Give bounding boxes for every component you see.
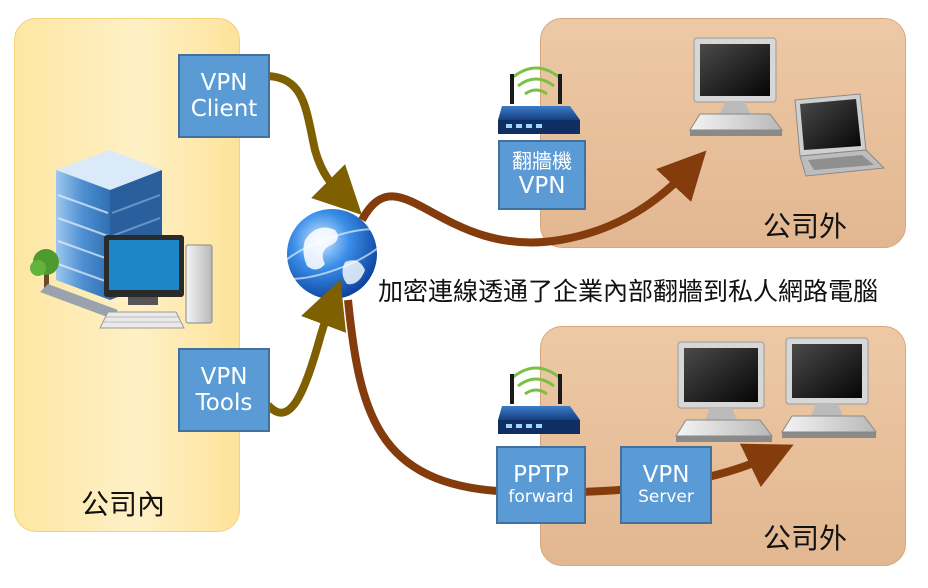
- laptop-icon: [794, 93, 886, 177]
- vpn-tools-line2: Tools: [195, 390, 253, 416]
- router-vpn-box: 翻牆機 VPN: [498, 140, 586, 210]
- vpn-client-line2: Client: [190, 96, 258, 122]
- desktop-computer-icon: [99, 235, 213, 329]
- vpn-server-line1: VPN: [642, 462, 690, 488]
- wireless-router-icon: [498, 366, 580, 434]
- diagram-caption: 加密連線透通了企業內部翻牆到私人網路電腦: [378, 277, 879, 306]
- router-vpn-line2: VPN: [518, 173, 566, 200]
- arrow-client-to-globe: [267, 72, 362, 215]
- pptp-forward-box: PPTP forward: [496, 446, 586, 524]
- inside-zone-label: 公司內: [81, 488, 166, 521]
- vpn-tools-box: VPN Tools: [178, 348, 270, 432]
- vpn-server-line2: Server: [638, 487, 694, 508]
- wireless-router-icon: [498, 66, 580, 134]
- vpn-server-box: VPN Server: [620, 446, 712, 524]
- arrow-globe-to-top-pc: [358, 150, 707, 247]
- desktop-computer-icon: [675, 341, 773, 442]
- pptp-line2: forward: [508, 487, 574, 508]
- vpn-client-box: VPN Client: [178, 54, 270, 138]
- vpn-client-line1: VPN: [200, 69, 248, 96]
- arrow-tools-to-globe: [265, 279, 347, 417]
- pptp-line1: PPTP: [513, 462, 569, 488]
- vpn-tools-line1: VPN: [200, 363, 248, 390]
- globe-icon: [276, 209, 388, 299]
- desktop-computer-icon: [781, 337, 877, 438]
- outside-top-label: 公司外: [763, 210, 848, 243]
- router-vpn-line1: 翻牆機: [512, 149, 572, 174]
- desktop-computer-icon: [689, 37, 783, 136]
- outside-bottom-label: 公司外: [763, 522, 848, 555]
